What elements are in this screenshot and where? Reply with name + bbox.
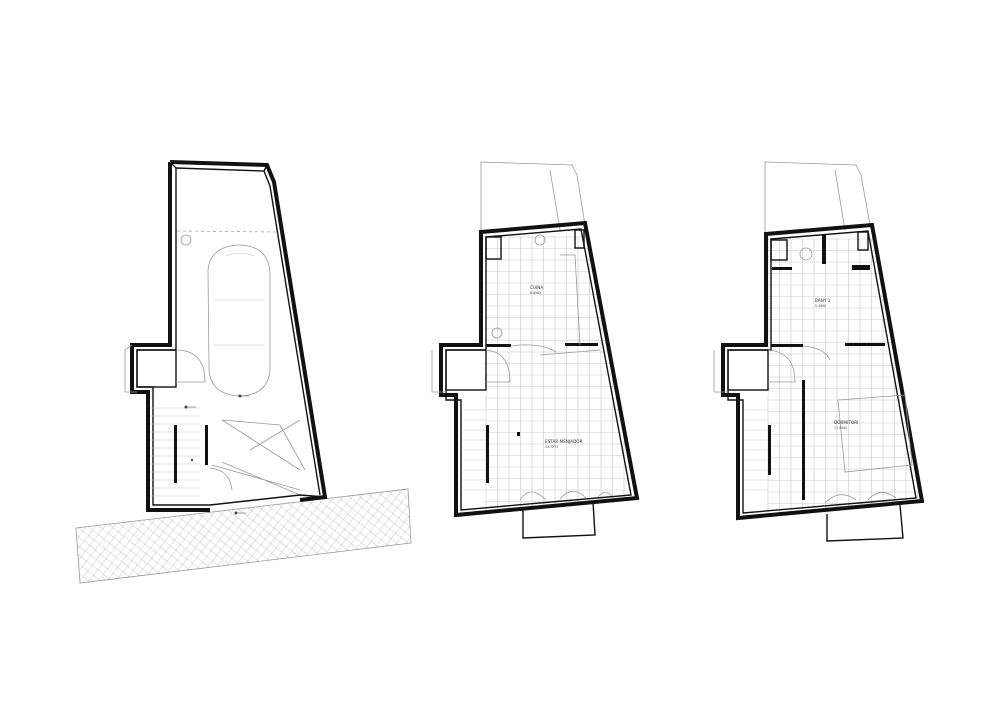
room-estar-menjador: ESTAR-MENJADOR 13.7271 — [545, 439, 583, 449]
door-arc-kitchen — [510, 344, 557, 353]
fixture-2 — [534, 234, 546, 246]
door-arc — [767, 349, 796, 383]
roof-outline — [764, 161, 871, 232]
room-area: 13.7271 — [545, 445, 558, 449]
first-floor-plan: CUINA 6.8982 ESTAR-MENJADOR 13.7271 — [431, 161, 640, 539]
inner-wall-line — [445, 228, 632, 511]
second-floor-plan: BANY 1 5.4900 DORMITORI 11.5500 — [713, 161, 925, 542]
room-name: DORMITORI — [834, 420, 858, 425]
toilet — [799, 247, 813, 261]
outer-wall — [439, 220, 640, 518]
stair-treads — [463, 409, 485, 491]
bath-fixture-3 — [852, 265, 870, 270]
car-outline — [207, 244, 271, 397]
car-detail — [214, 252, 264, 346]
front-threshold — [209, 494, 326, 506]
door-arc-2 — [209, 467, 233, 491]
entrance-step — [124, 344, 137, 393]
room-area: 11.5500 — [834, 426, 847, 430]
bath-fixture-4 — [772, 267, 792, 270]
fixture — [491, 327, 503, 339]
partition — [205, 425, 208, 465]
partition — [517, 432, 520, 436]
room-name: BANY 1 — [815, 298, 831, 303]
kitchen-wall-right — [565, 343, 598, 346]
bath-fixture — [770, 239, 788, 261]
bath-fixture-2 — [822, 234, 826, 264]
stair-wall — [768, 425, 771, 475]
balcony — [826, 504, 904, 542]
room-name: ESTAR-MENJADOR — [545, 439, 583, 444]
partition — [802, 380, 805, 500]
shaft-box — [574, 229, 585, 249]
stair-wall — [486, 425, 489, 483]
door-arc-bath — [802, 345, 831, 361]
entrance-box — [445, 349, 487, 391]
ground-floor-plan — [75, 160, 412, 584]
window-arcs — [519, 490, 613, 501]
door-arc — [485, 349, 511, 383]
kitchen-counter — [539, 254, 601, 356]
room-area: 5.4900 — [815, 304, 826, 308]
room-bany: BANY 1 5.4900 — [815, 298, 831, 308]
room-dormitori: DORMITORI 11.5500 — [834, 420, 858, 430]
column-mark — [180, 234, 192, 246]
inner-wall-line — [136, 167, 321, 506]
room-name: CUINA — [530, 285, 543, 290]
balcony — [522, 501, 596, 539]
dashed-line — [176, 230, 278, 233]
window-arcs — [824, 492, 897, 504]
bath-wall — [771, 344, 803, 347]
bed-outline — [837, 394, 913, 473]
door-arc — [175, 349, 206, 383]
room-cuina: CUINA 6.8982 — [530, 285, 543, 295]
wc-box — [485, 236, 502, 260]
entrance-box — [727, 349, 769, 391]
floor-tiles — [485, 236, 634, 513]
bath-wall-right — [845, 343, 885, 346]
shaft-box — [857, 231, 869, 251]
kitchen-wall — [486, 344, 511, 347]
room-area: 6.8982 — [530, 291, 541, 295]
entrance-step — [431, 350, 446, 393]
ground-labels — [184, 394, 250, 515]
outer-wall — [721, 222, 925, 521]
outer-wall — [130, 160, 328, 512]
paving-area — [75, 488, 412, 584]
entrance-box — [136, 349, 177, 388]
entrance-step — [713, 350, 728, 393]
stair-wall — [174, 425, 177, 483]
stair-treads — [745, 409, 768, 491]
roof-outline — [480, 161, 586, 231]
diagonal-lines — [211, 419, 306, 496]
top-cap — [169, 161, 268, 172]
